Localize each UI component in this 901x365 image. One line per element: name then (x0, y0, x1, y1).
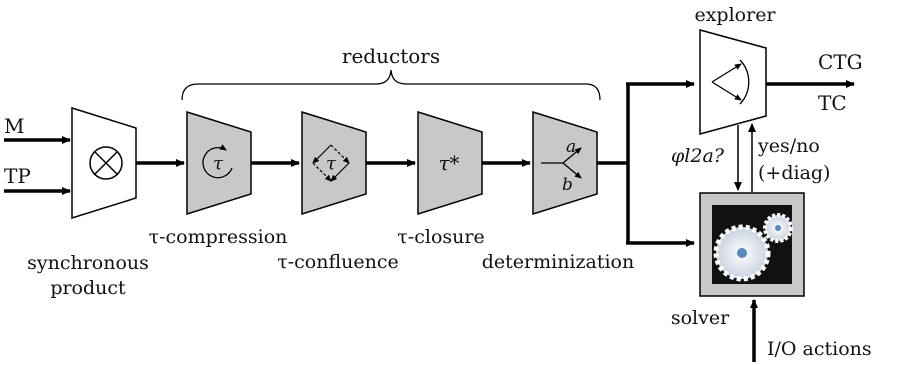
reductors-label: reductors (342, 44, 440, 68)
answer-label-1: yes/no (757, 135, 820, 157)
tau-confluence-glyph: τ (326, 153, 337, 174)
fork-arrow-icon (541, 147, 582, 179)
determinization-box (532, 110, 598, 216)
explorer-fan-icon (711, 59, 750, 105)
tau-closure-glyph: τ* (438, 151, 459, 175)
output-ctg-label: CTG (818, 50, 863, 74)
determinization-label: determinization (482, 251, 635, 273)
explorer-box (699, 29, 767, 135)
tau-confluence-label: τ-confluence (277, 251, 399, 273)
synchronous-product-label-1: synchronous (27, 252, 149, 274)
tau-closure-box (417, 110, 483, 216)
determinization-glyph-b: b (562, 175, 573, 195)
tau-compression-glyph: τ (213, 153, 224, 174)
tau-compression-box (186, 110, 252, 216)
product-circle-x-icon (89, 146, 123, 180)
tau-closure-label: τ-closure (397, 226, 484, 248)
input-m-label: M (4, 114, 24, 138)
tau-confluence-box (301, 110, 367, 216)
output-tc-label: TC (818, 91, 847, 115)
query-label: φl2a? (671, 145, 725, 167)
synchronous-product-label-2: product (50, 277, 126, 299)
split-connector (597, 80, 695, 247)
reductors-brace (181, 69, 601, 101)
tau-compression-label: τ-compression (149, 226, 288, 248)
gears-icon (713, 213, 793, 282)
io-label: I/O actions (767, 338, 872, 360)
solver-label: solver (671, 307, 730, 329)
input-tp-label: TP (4, 164, 31, 188)
synchronous-product-box (71, 106, 137, 220)
rotation-arrow-icon (202, 144, 233, 179)
explorer-label: explorer (694, 4, 776, 26)
confluence-diamond-icon (312, 144, 350, 182)
determinization-glyph-a: a (566, 137, 576, 157)
answer-label-2: (+diag) (758, 162, 830, 184)
